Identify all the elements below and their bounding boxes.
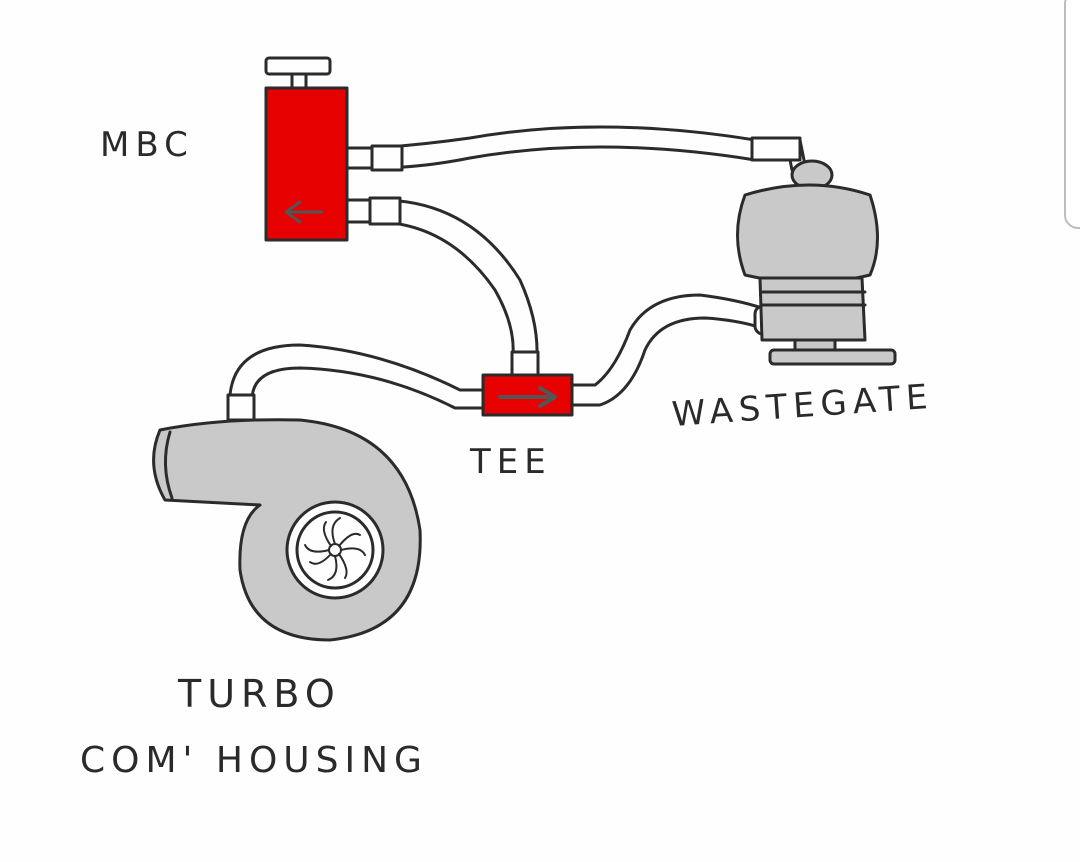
flow-arrow-left-icon [284, 200, 324, 224]
turbo-compressor-housing [152, 418, 422, 642]
flow-arrow-right-icon [498, 386, 557, 408]
mbc-label: MBC [100, 125, 194, 165]
compressor-wheel-icon [304, 517, 366, 581]
scrollbar-handle[interactable] [1064, 0, 1080, 229]
tee-label: TEE [470, 442, 552, 482]
wastegate [736, 159, 897, 366]
hose-mbc-to-wastegate-top [345, 125, 807, 172]
mbc-valve [264, 56, 349, 242]
compressor-housing-label: COM' HOUSING [80, 740, 428, 781]
hose-tee-to-turbo [226, 343, 485, 422]
hose-tee-to-wastegate-side [570, 293, 779, 407]
turbo-label: TURBO [178, 672, 341, 716]
tee-fitting [481, 373, 574, 417]
hose-mbc-to-tee [345, 196, 540, 378]
